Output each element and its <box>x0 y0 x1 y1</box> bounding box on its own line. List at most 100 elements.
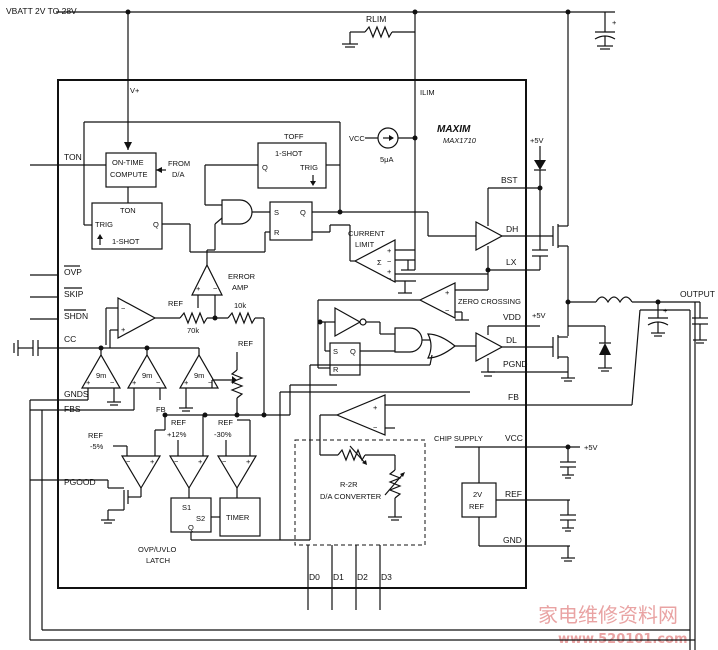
ff2-s: S <box>333 347 338 356</box>
svg-text:+: + <box>198 457 203 466</box>
fb-amplifier <box>335 394 386 436</box>
ton-trig: TRIG <box>95 220 113 229</box>
gm1-label: 9m <box>96 371 106 380</box>
current-source-label: 5μA <box>380 155 394 164</box>
gm-amp-2 <box>126 353 168 389</box>
svg-text:+: + <box>121 325 126 334</box>
skip-pin: SKIP <box>64 289 84 299</box>
gnd-pin: GND <box>503 535 522 545</box>
svg-text:+: + <box>132 378 137 387</box>
fb-internal-label: FB <box>156 405 166 414</box>
ff2-r: R <box>333 365 339 374</box>
ovp-pin: OVP <box>64 267 82 277</box>
low-side-driver <box>475 331 504 363</box>
dh-pin: DH <box>506 224 518 234</box>
r70k-label: 70k <box>187 326 199 335</box>
dl-pin: DL <box>506 335 517 345</box>
ref-m5-label: REF <box>88 431 103 440</box>
sr-flipflop-2 <box>329 342 361 376</box>
svg-text:−: − <box>110 378 115 387</box>
ff1-q: Q <box>300 208 306 217</box>
ref-2v-block <box>461 482 497 518</box>
ff1-s: S <box>274 208 279 217</box>
d1-pin: D1 <box>333 572 344 582</box>
current-limit-label-2: LIMIT <box>355 240 375 249</box>
chip-outline <box>57 79 527 589</box>
error-amplifier <box>191 263 223 296</box>
lx-pin: LX <box>506 257 517 267</box>
gm2-label: 9m <box>142 371 152 380</box>
svg-text:+: + <box>373 403 378 412</box>
toff-oneshot-label: 1-SHOT <box>275 149 303 158</box>
svg-text:+: + <box>387 267 392 276</box>
toff-title: TOFF <box>284 132 304 141</box>
ontime-compute-block <box>105 152 157 188</box>
and-gate-1 <box>221 199 253 225</box>
chip-supply-label: CHIP SUPPLY <box>434 434 483 443</box>
plus5v-top: +5V <box>530 136 544 145</box>
current-limit-amp <box>353 239 396 283</box>
dac-boundary <box>294 439 426 546</box>
latch-label-2: LATCH <box>146 556 170 565</box>
ref-p12-label: REF <box>171 418 186 427</box>
pgood-comparator <box>120 455 162 490</box>
svg-text:+: + <box>246 457 251 466</box>
fbs-pin: FBS <box>64 404 81 414</box>
latch-label-1: OVP/UVLO <box>138 545 177 554</box>
svg-text:−: − <box>387 274 392 283</box>
d3-pin: D3 <box>381 572 392 582</box>
svg-text:+: + <box>150 457 155 466</box>
svg-text:−: − <box>373 423 378 432</box>
ton-pin-label: TON <box>64 152 82 162</box>
svg-text:−: − <box>121 304 126 313</box>
plus5v-mid: +5V <box>532 311 546 320</box>
svg-text:−: − <box>213 284 218 293</box>
m5-label: -5% <box>90 442 104 451</box>
vbatt-label: VBATT 2V TO 28V <box>6 6 77 16</box>
d0-pin: D0 <box>309 572 320 582</box>
vdd-pin: VDD <box>503 312 521 322</box>
watermark-chinese: 家电维修资料网 <box>538 603 678 627</box>
high-side-driver <box>475 220 504 252</box>
maxim-logo: MAXIM <box>437 124 471 135</box>
or-gate <box>427 333 456 359</box>
gnds-pin: GNDS <box>64 389 89 399</box>
timer-label: TIMER <box>226 513 250 522</box>
zero-crossing-label: ZERO CROSSING <box>458 297 521 306</box>
toff-trig: TRIG <box>300 163 318 172</box>
uvlo-comparator <box>216 455 258 490</box>
pgood-pin: PGOOD <box>64 477 96 487</box>
latch-s1: S1 <box>182 503 191 512</box>
ff2-q: Q <box>350 347 356 356</box>
svg-text:−: − <box>208 378 213 387</box>
svg-text:−: − <box>174 457 179 466</box>
ton-oneshot-block <box>91 202 163 250</box>
svg-text:−: − <box>222 457 227 466</box>
current-source-vcc: VCC <box>349 134 365 143</box>
plus5v-chip: +5V <box>584 443 598 452</box>
svg-text:+: + <box>196 284 201 293</box>
error-amp-label-1: ERROR <box>228 272 256 281</box>
zero-crossing-comparator <box>418 282 456 319</box>
svg-text:+: + <box>184 378 189 387</box>
ref2v-label-2: REF <box>469 502 484 511</box>
latch-q: Q <box>188 523 194 532</box>
d2-pin: D2 <box>357 572 368 582</box>
svg-text:+: + <box>387 246 392 255</box>
ton-q: Q <box>153 220 159 229</box>
rlim-label: RLIM <box>366 14 386 24</box>
pot-ref-label: REF <box>238 339 253 348</box>
inverter <box>334 306 362 338</box>
toff-q: Q <box>262 163 268 172</box>
ontime-label-2: COMPUTE <box>110 170 148 179</box>
ref2v-label-1: 2V <box>473 490 482 499</box>
r2r-label-2: D/A CONVERTER <box>320 492 382 501</box>
r10k-label: 10k <box>234 301 246 310</box>
svg-text:+: + <box>86 378 91 387</box>
ovp-comparator <box>168 455 210 490</box>
pgnd-pin: PGND <box>503 359 528 369</box>
shdn-pin: SHDN <box>64 311 88 321</box>
svg-text:+: + <box>445 288 450 297</box>
sr-flipflop-1 <box>269 201 313 241</box>
